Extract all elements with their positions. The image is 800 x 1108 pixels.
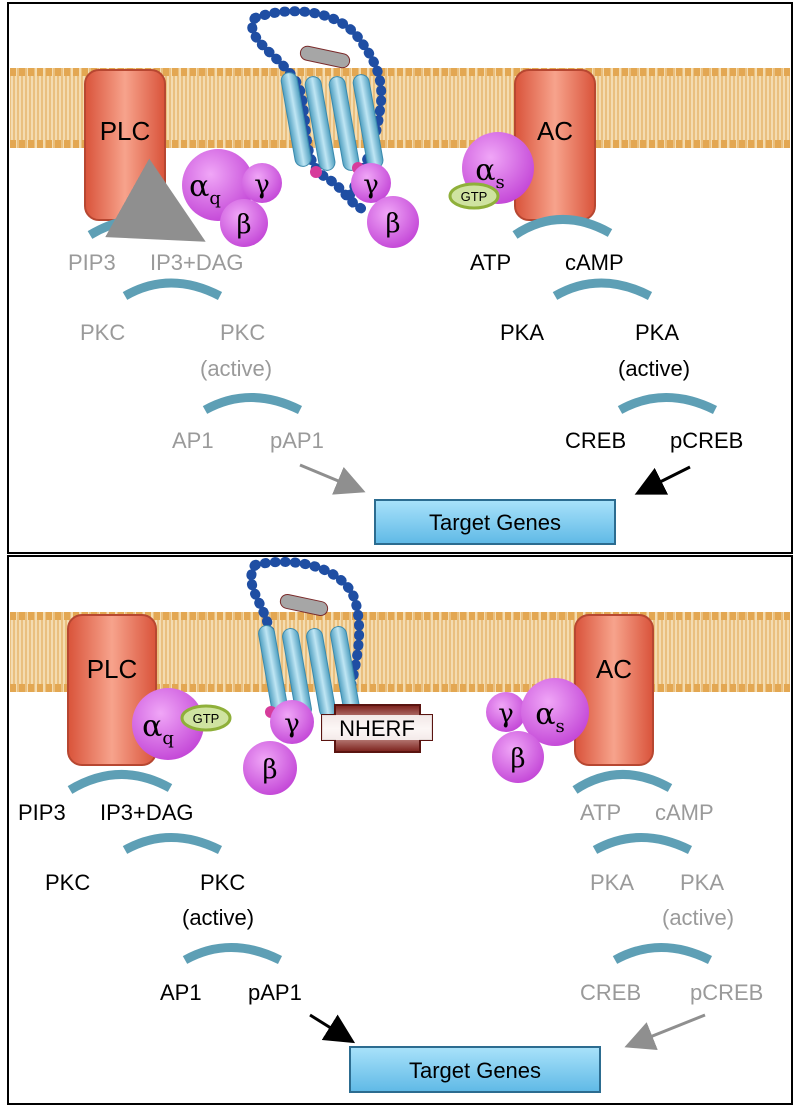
top-creb-arrow — [617, 393, 718, 415]
top-ap1-to-target-arrow — [299, 463, 366, 495]
svg-text:GTP: GTP — [193, 711, 220, 726]
bottom-camp: cAMP — [655, 800, 714, 825]
bottom-ip3dag: IP3+DAG — [100, 800, 194, 825]
svg-text:NHERF: NHERF — [339, 716, 415, 741]
bottom-pkc-active: PKC — [200, 870, 245, 895]
svg-text:γ: γ — [363, 170, 379, 200]
top-atp: ATP — [470, 250, 511, 275]
top-gtp-badge: GTP — [448, 182, 500, 210]
top-creb-to-target-arrow — [634, 465, 691, 495]
top-pkc: PKC — [80, 320, 125, 345]
top-pka-active-sub: (active) — [618, 356, 690, 381]
svg-text:β: β — [262, 755, 277, 785]
top-pka: PKA — [500, 320, 544, 345]
bottom-ap1: AP1 — [160, 980, 202, 1005]
bottom-pap1: pAP1 — [248, 980, 302, 1005]
bottom-pka-active-sub: (active) — [662, 905, 734, 930]
svg-text:β: β — [510, 744, 525, 774]
bottom-beta-receptor-subunit: β — [243, 741, 297, 795]
bottom-beta-right-subunit: β — [492, 731, 544, 783]
bottom-ac-reaction-arrow — [572, 770, 673, 794]
top-ap1-arrow — [202, 393, 303, 415]
top-pkc-active: PKC — [220, 320, 265, 345]
bottom-plc-reaction-arrow — [67, 770, 173, 794]
top-creb: CREB — [565, 428, 626, 453]
bottom-panel: PLC AC αq GTP γ — [7, 555, 793, 1105]
svg-text:GTP: GTP — [461, 189, 488, 204]
bottom-gtp-badge: GTP — [180, 704, 232, 732]
bottom-target-genes-box: Target Genes — [349, 1046, 601, 1093]
top-gamma-left-subunit: γ — [242, 163, 282, 203]
bottom-ac-label: AC — [596, 654, 632, 684]
bottom-creb-to-target-arrow — [624, 1013, 706, 1051]
bottom-nherf-scaffold: NHERF — [321, 704, 433, 753]
bottom-pkc-arrow — [122, 833, 223, 855]
top-beta-receptor-subunit: β — [367, 196, 419, 248]
bottom-pka-active: PKA — [680, 870, 724, 895]
bottom-pip3: PIP3 — [18, 800, 66, 825]
top-target-genes-box: Target Genes — [374, 499, 616, 545]
bottom-ac-enzyme: AC — [574, 614, 654, 766]
top-panel: PLC AC αq γ β — [7, 2, 793, 554]
bottom-creb-arrow — [612, 943, 713, 965]
bottom-gamma-right-subunit: γ — [486, 692, 526, 732]
bottom-pkc: PKC — [45, 870, 90, 895]
bottom-pkc-active-sub: (active) — [182, 905, 254, 930]
top-beta-left-subunit: β — [220, 199, 268, 247]
top-ap1: AP1 — [172, 428, 214, 453]
svg-text:β: β — [236, 210, 251, 240]
top-ac-reaction-arrow — [512, 215, 613, 239]
top-camp: cAMP — [565, 250, 624, 275]
svg-text:γ: γ — [284, 709, 300, 739]
svg-text:Target Genes: Target Genes — [409, 1058, 541, 1083]
svg-text:β: β — [385, 209, 400, 239]
top-pcreb: pCREB — [670, 428, 743, 453]
top-pap1: pAP1 — [270, 428, 324, 453]
bottom-creb: CREB — [580, 980, 641, 1005]
top-pka-arrow — [552, 278, 653, 301]
bottom-pka-arrow — [592, 833, 693, 855]
svg-text:Target Genes: Target Genes — [429, 510, 561, 535]
top-pkc-arrow — [122, 278, 223, 301]
bottom-ap1-to-target-arrow — [309, 1013, 356, 1044]
bottom-plc-label: PLC — [87, 654, 138, 684]
svg-text:γ: γ — [254, 170, 270, 200]
bottom-alpha-s-subunit: αs — [521, 678, 589, 746]
bottom-atp: ATP — [580, 800, 621, 825]
bottom-alpha-q-subunit: αq — [132, 688, 204, 760]
top-pka-active: PKA — [635, 320, 679, 345]
top-ac-enzyme: AC — [514, 69, 596, 221]
top-receptor — [247, 6, 387, 215]
top-plc-reaction-arrow — [87, 158, 206, 242]
svg-text:αs: αs — [475, 153, 505, 193]
svg-text:αq: αq — [142, 709, 174, 749]
top-plc-enzyme: PLC — [84, 69, 166, 221]
svg-text:αs: αs — [535, 697, 565, 737]
top-pkc-active-sub: (active) — [200, 356, 272, 381]
top-ip3dag: IP3+DAG — [150, 250, 244, 275]
bottom-gamma-receptor-subunit: γ — [270, 700, 314, 744]
svg-text:γ: γ — [498, 699, 514, 729]
bottom-ap1-arrow — [182, 943, 283, 965]
top-plc-label: PLC — [100, 116, 151, 146]
bottom-pcreb: pCREB — [690, 980, 763, 1005]
top-ac-label: AC — [537, 116, 573, 146]
bottom-pka: PKA — [590, 870, 634, 895]
top-gamma-receptor-subunit: γ — [351, 163, 391, 203]
top-pip3: PIP3 — [68, 250, 116, 275]
